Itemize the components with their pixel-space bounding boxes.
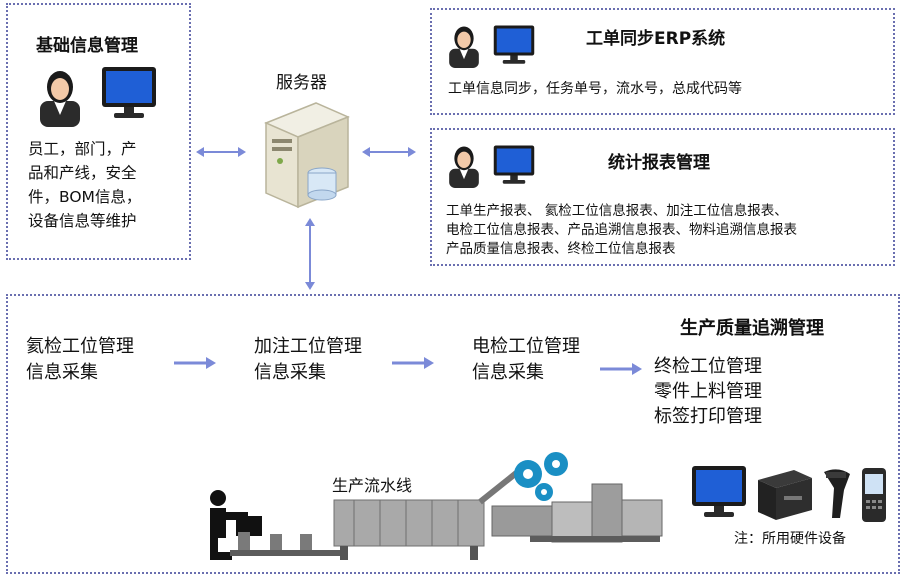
server-icon xyxy=(264,102,350,209)
user-icon xyxy=(40,71,80,127)
basic-info-line: 员工，部门，产 xyxy=(28,140,137,158)
arrow-filling-electric xyxy=(392,357,434,369)
reports-title: 统计报表管理 xyxy=(608,153,710,173)
reports-description: 工单生产报表、 氦检工位信息报表、加注工位信息报表、 电检工位信息报表、产品追溯… xyxy=(446,202,797,259)
arrow-electric-final xyxy=(600,363,642,375)
production-line-label: 生产流水线 xyxy=(332,476,413,495)
barcode-scanner-icon xyxy=(824,469,850,518)
monitor-icon xyxy=(102,67,156,118)
basic-info-line: 设备信息等维护 xyxy=(28,212,137,230)
desktop-computer-icon xyxy=(692,466,746,517)
erp-title: 工单同步ERP系统 xyxy=(586,29,726,49)
traceability-panel: 生产质量追溯管理 氦检工位管理 信息采集 加注工位管理 信息采集 电检工位管理 … xyxy=(6,294,900,574)
reports-line: 电检工位信息报表、产品追溯信息报表、物料追溯信息报表 xyxy=(446,222,797,238)
server-label: 服务器 xyxy=(276,73,327,93)
erp-description: 工单信息同步，任务单号，流水号，总成代码等 xyxy=(448,81,742,97)
reports-panel: 统计报表管理 工单生产报表、 氦检工位信息报表、加注工位信息报表、 电检工位信息… xyxy=(430,128,895,266)
label-printer-icon xyxy=(758,470,812,520)
handheld-terminal-icon xyxy=(862,468,886,522)
final-item: 标签打印管理 xyxy=(654,406,762,427)
user-icon xyxy=(449,26,479,68)
monitor-icon xyxy=(493,25,535,64)
final-item: 零件上料管理 xyxy=(654,381,762,402)
arrow-basic-server xyxy=(196,147,246,157)
arrow-server-production xyxy=(305,218,315,290)
arrow-server-right xyxy=(362,147,416,157)
hardware-note: 注：所用硬件设备 xyxy=(734,531,846,547)
user-icon xyxy=(449,146,479,188)
production-line-image xyxy=(230,452,663,560)
station-label: 信息采集 xyxy=(254,362,326,383)
erp-panel: 工单同步ERP系统 工单信息同步，任务单号，流水号，总成代码等 xyxy=(430,8,895,115)
arrow-helium-filling xyxy=(174,357,216,369)
station-label: 加注工位管理 xyxy=(254,336,362,357)
reports-line: 产品质量信息报表、终检工位信息报表 xyxy=(446,241,676,257)
reports-line: 工单生产报表、 氦检工位信息报表、加注工位信息报表、 xyxy=(446,203,788,219)
station-electric: 电检工位管理 信息采集 xyxy=(472,334,580,386)
basic-info-line: 件，BOM信息， xyxy=(28,188,142,206)
basic-info-title: 基础信息管理 xyxy=(36,36,138,56)
station-label: 信息采集 xyxy=(26,362,98,383)
basic-info-line: 品和产线，安全 xyxy=(28,164,137,182)
station-label: 氦检工位管理 xyxy=(26,336,134,357)
final-items: 终检工位管理 零件上料管理 标签打印管理 xyxy=(654,354,762,429)
station-filling: 加注工位管理 信息采集 xyxy=(254,334,362,386)
traceability-title: 生产质量追溯管理 xyxy=(680,318,824,339)
station-label: 信息采集 xyxy=(472,362,544,383)
basic-info-description: 员工，部门，产 品和产线，安全 件，BOM信息， 设备信息等维护 xyxy=(28,137,141,233)
station-label: 电检工位管理 xyxy=(472,336,580,357)
worker-icon xyxy=(210,490,262,560)
station-helium: 氦检工位管理 信息采集 xyxy=(26,334,134,386)
monitor-icon xyxy=(493,145,535,184)
final-item: 终检工位管理 xyxy=(654,356,762,377)
basic-info-panel: 基础信息管理 员工，部门，产 品和产线，安全 件，BOM信息， 设备信息等维护 xyxy=(6,3,191,260)
